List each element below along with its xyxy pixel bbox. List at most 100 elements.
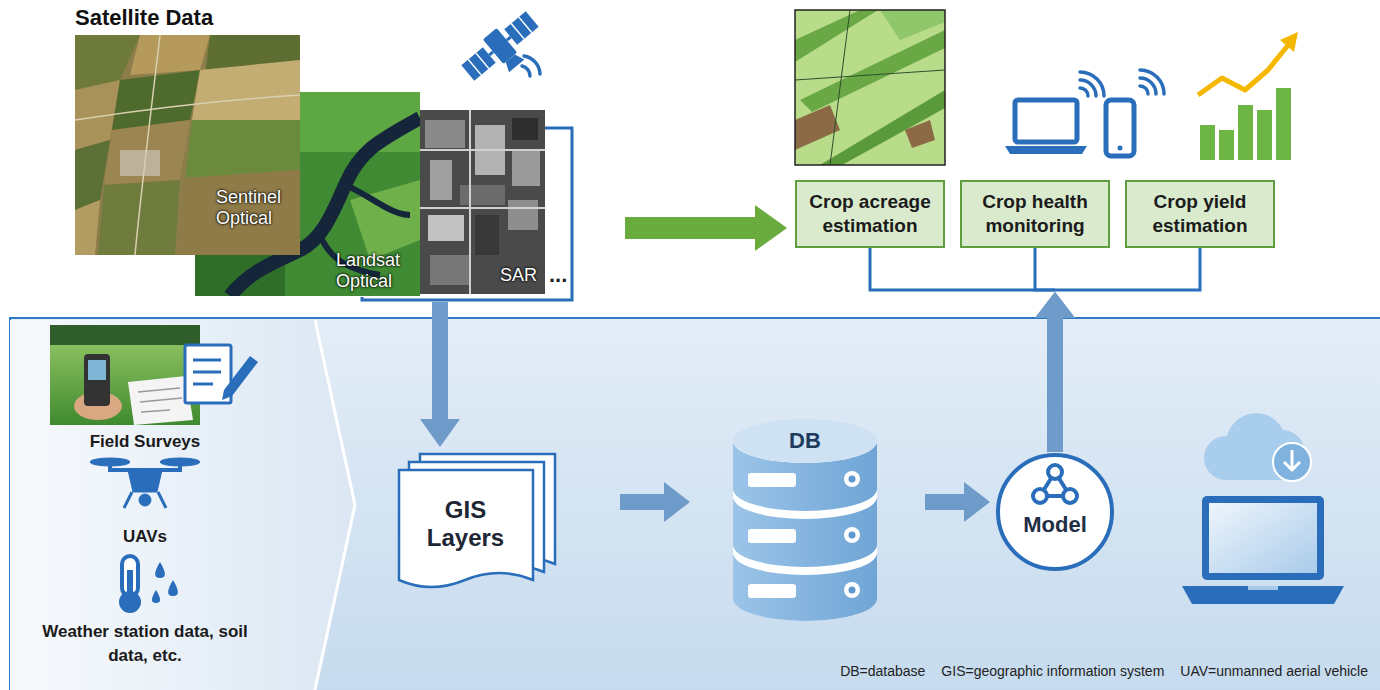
graphic-part — [128, 376, 193, 425]
graphic-part — [1048, 465, 1062, 479]
arrow-shape — [1035, 292, 1075, 452]
graphic-part — [512, 150, 540, 186]
graphic-part — [1005, 146, 1087, 154]
graphic-part — [399, 470, 533, 587]
graphic-part — [1276, 88, 1291, 160]
graphic-part — [849, 476, 856, 483]
output-box: Crop acreage estimation — [795, 180, 945, 248]
graphic-part — [222, 356, 258, 400]
graphic-part — [844, 527, 860, 543]
database-node: DB — [730, 415, 880, 625]
graphic-part — [795, 10, 878, 62]
graphic-part — [1209, 503, 1317, 573]
group-heading: Satellite Data — [75, 5, 213, 31]
acreage-map — [795, 10, 945, 165]
graphic-part — [90, 458, 130, 466]
graphic-part — [503, 52, 525, 73]
arrow-shape — [420, 302, 460, 447]
flow-arrow — [620, 482, 690, 522]
flow-arrow — [1035, 248, 1200, 452]
image-caption: Sentinel Optical — [216, 187, 294, 229]
graphic-part — [75, 35, 300, 255]
graphic-part — [192, 60, 300, 120]
graphic-part — [84, 354, 110, 406]
graphic-part — [155, 562, 165, 578]
cloud-icon — [1204, 413, 1311, 481]
graphic-part — [1198, 44, 1289, 95]
source-label: UAVs — [35, 525, 255, 549]
arrow-shape — [925, 482, 990, 522]
node-label: DB — [730, 423, 880, 459]
graphic-part — [1118, 146, 1123, 151]
devices-icon — [1005, 70, 1164, 156]
graphic-part — [160, 458, 200, 466]
graphic-part — [10, 320, 355, 690]
footnote: DB=database — [840, 663, 925, 679]
graphic-part — [1015, 100, 1077, 142]
box-label: Crop acreage estimation — [797, 190, 943, 238]
node-label: Model — [995, 512, 1115, 538]
bracket-line — [1035, 248, 1055, 290]
node-label: GIS Layers — [398, 470, 533, 578]
flow-arrow — [925, 482, 990, 522]
graphic-part — [193, 360, 221, 384]
graphic-part — [795, 10, 945, 165]
footnote-row: DB=databaseGIS=geographic information sy… — [840, 663, 1368, 679]
graphic-part — [104, 120, 190, 185]
source-label: Field Surveys — [35, 430, 255, 454]
bracket-line — [870, 248, 1055, 290]
input-band — [10, 318, 1380, 690]
sentinel-image: Sentinel Optical — [75, 35, 300, 255]
graphic-part — [512, 118, 538, 140]
graphic-part — [844, 471, 860, 487]
graphic-part — [1182, 586, 1344, 604]
graphic-part — [748, 473, 796, 487]
graphic-part — [849, 532, 856, 539]
graphic-part — [185, 120, 300, 178]
graphic-part — [733, 497, 877, 567]
graphic-part — [849, 587, 856, 594]
graphic-part — [489, 37, 510, 55]
graphic-part — [1248, 586, 1278, 590]
arrow-shape — [625, 205, 787, 251]
graphic-part — [138, 388, 182, 412]
graphic-part — [120, 150, 160, 176]
graphic-part — [119, 591, 141, 613]
laptop-icon — [1182, 496, 1344, 604]
flow-arrow — [625, 205, 787, 251]
graphic-part — [748, 529, 796, 543]
map-frame — [795, 10, 945, 165]
graphic-part — [75, 35, 300, 255]
graphic-part — [420, 110, 545, 294]
satellite-data-group: Satellite DataSentinel OpticalLandsat Op… — [70, 3, 580, 302]
graphic-part — [315, 320, 355, 690]
box-label: Crop health monitoring — [962, 190, 1108, 238]
image-caption: Landsat Optical — [336, 250, 414, 292]
graphic-part — [168, 580, 178, 596]
graphic-part — [1219, 130, 1234, 160]
graphic-part — [124, 492, 166, 508]
graphic-part — [428, 215, 464, 241]
arrow-shape — [1035, 292, 1075, 452]
graphic-part — [130, 35, 210, 75]
graphic-part — [475, 215, 499, 255]
graphic-part — [1202, 496, 1324, 580]
graphic-part — [1257, 110, 1272, 160]
graphic-part — [1033, 489, 1047, 503]
input-sources-panel: Field SurveysUAVsWeather station data, s… — [10, 320, 355, 690]
output-box: Crop health monitoring — [960, 180, 1110, 248]
bracket-line — [1055, 248, 1200, 290]
graphic-part — [430, 255, 470, 285]
graphic-part — [905, 120, 935, 148]
graphic-part — [88, 360, 106, 380]
graphic-part — [522, 56, 540, 76]
model-node: Model — [995, 452, 1115, 572]
yield-chart-icon — [1198, 32, 1298, 160]
box-label: Crop yield estimation — [1127, 190, 1273, 238]
arrow-shape — [620, 482, 690, 522]
graphic-part — [1280, 32, 1298, 52]
sentinel-picture — [75, 35, 300, 255]
graphic-part — [50, 325, 200, 425]
arrow-shape — [1035, 292, 1075, 452]
graphic-part — [139, 494, 151, 506]
